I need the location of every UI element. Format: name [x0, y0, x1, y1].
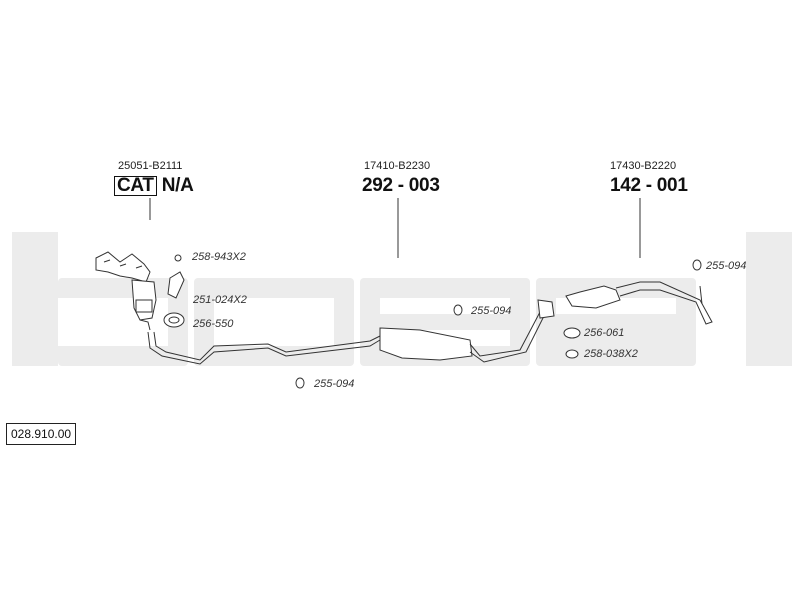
manifold-code: N/A [161, 175, 194, 196]
front-pipe [147, 331, 381, 365]
hanger-255-094-rear-icon [692, 259, 702, 271]
part-255-094-rear: 255-094 [706, 260, 747, 272]
part-251-024: 251-024X2 [193, 294, 247, 306]
manifold-oem-number: 25051-B2111 [118, 160, 183, 172]
rear-part-code: 142 - 001 [610, 175, 688, 196]
part-255-094-front: 255-094 [314, 378, 355, 390]
bolt-258-943-icon [174, 254, 182, 262]
hanger-255-094-mid-icon [453, 304, 463, 316]
manifold-part-code: CAT N/A [114, 175, 194, 197]
part-258-943: 258-943X2 [192, 251, 246, 263]
nut-258-038-icon [565, 349, 579, 359]
part-258-038: 258-038X2 [584, 348, 638, 360]
rear-silencer [565, 285, 621, 309]
spring-251-024-icon [167, 271, 185, 299]
middle-oem-number: 17410-B2230 [364, 160, 431, 172]
middle-muffler [379, 327, 473, 361]
reference-number: 028.910.00 [6, 423, 77, 445]
hanger-255-094-front-icon [295, 377, 305, 389]
cat-badge: CAT [114, 176, 157, 196]
part-256-061: 256-061 [584, 327, 625, 339]
part-256-550: 256-550 [193, 318, 234, 330]
rear-oem-number: 17430-B2220 [610, 160, 677, 172]
catalytic-manifold [95, 251, 157, 331]
part-255-094-mid: 255-094 [471, 305, 512, 317]
middle-part-code: 292 - 003 [362, 175, 440, 196]
gasket-256-061-icon [563, 327, 581, 339]
